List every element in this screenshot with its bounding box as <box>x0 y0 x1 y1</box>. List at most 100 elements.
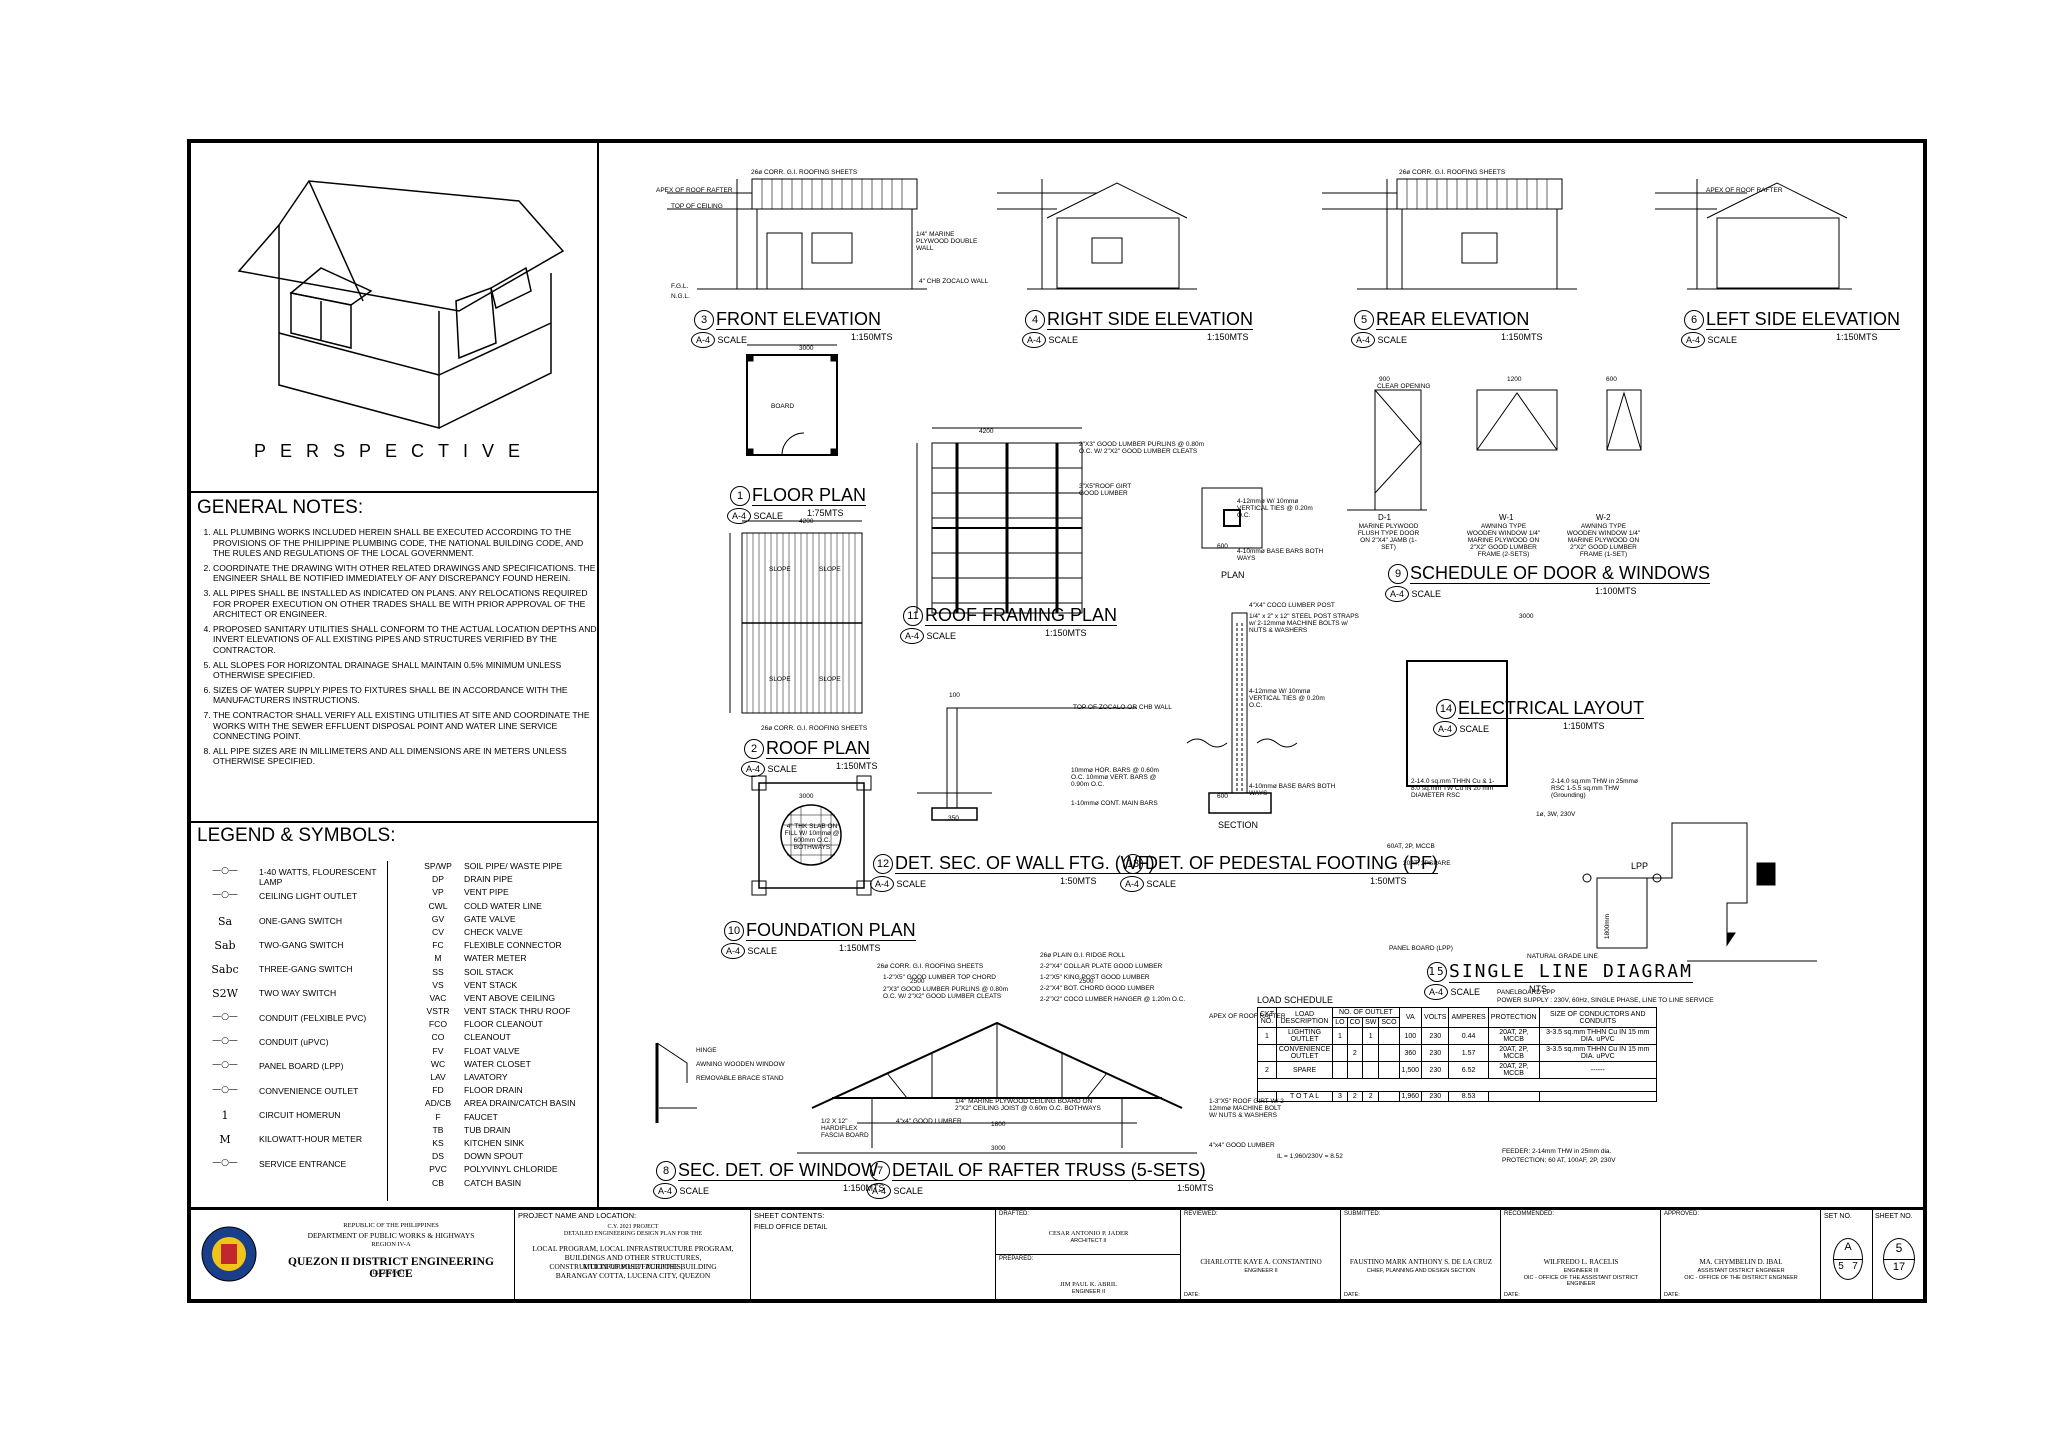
abbreviation-description: VENT STACK THRU ROOF <box>464 1006 571 1017</box>
annotation: 60AT, 2P, MCCB <box>1387 843 1435 850</box>
drawing-number: 7 <box>870 1161 890 1182</box>
scale-value: 1:150MTS <box>843 1183 885 1193</box>
approved-title: ASSISTANT DISTRICT ENGINEER <box>1697 1268 1785 1274</box>
total-row: T O T A L 3 2 2 1,960 230 8.53 <box>1257 1091 1658 1102</box>
abbreviation-code: FV <box>432 1045 444 1056</box>
abbreviation-code: SP/WP <box>424 861 452 871</box>
sheet-badge: 5 17 <box>1883 1238 1915 1280</box>
annotation: 1/4" MARINE PLYWOOD CEILING BOARD ON 2"X… <box>955 1098 1101 1112</box>
general-notes-title: GENERAL NOTES: <box>197 497 364 518</box>
abbreviation-code: DS <box>432 1151 444 1162</box>
scale-label: SCALE <box>767 764 798 774</box>
reviewed-block: REVIEWED: CHARLOTTE KAYE A. CONSTANTINO … <box>1181 1210 1341 1302</box>
annotation: 26ø PLAIN G.I. RIDGE ROLL <box>1040 952 1126 959</box>
annotation: 4" THK SLAB ON FILL W/ 10mmø @ 600mm O.C… <box>784 823 840 851</box>
set-number-block: SET NO. A 5 7 <box>1821 1210 1873 1302</box>
set-letter: A <box>1844 1241 1852 1253</box>
note-item: COORDINATE THE DRAWING WITH OTHER RELATE… <box>213 563 597 584</box>
table-cell: CONVENIENCE OUTLET <box>1275 1044 1334 1062</box>
dpwh-logo-icon <box>201 1226 257 1282</box>
abbreviation-description: CLEANOUT <box>464 1032 511 1043</box>
table-cell <box>1346 1027 1364 1045</box>
legend-symbol-row: —○—CONDUIT (uPVC) <box>195 1031 383 1055</box>
legend-symbol-row: —○—SERVICE ENTRANCE <box>195 1153 383 1177</box>
abbreviation-row: FV FLOAT VALVE <box>388 1046 596 1059</box>
date-label: DATE: <box>1504 1292 1520 1298</box>
abbreviation-description: FAUCET <box>464 1111 498 1122</box>
agency-block: REPUBLIC OF THE PHILIPPINES DEPARTMENT O… <box>191 1210 515 1302</box>
agency-line2: DEPARTMENT OF PUBLIC WORKS & HIGHWAYS <box>307 1231 475 1240</box>
drawing-number: 3 <box>694 310 714 331</box>
abbreviation-code: CWL <box>428 900 448 911</box>
note-item: ALL SLOPES FOR HORIZONTAL DRAINAGE SHALL… <box>213 660 597 681</box>
legend-label: SERVICE ENTRANCE <box>259 1158 347 1169</box>
drafted-title: ARCHITECT II <box>1070 1238 1107 1244</box>
table-cell <box>1346 1061 1364 1079</box>
table-cell <box>1362 1044 1380 1062</box>
sheet-ref: A-4 <box>1681 332 1705 348</box>
legend-symbol: M <box>219 1133 231 1147</box>
dimension: 100 <box>949 692 960 699</box>
drawing-number: 10 <box>724 921 744 942</box>
table-cell: 1,500 <box>1398 1061 1423 1079</box>
sheet-ref: A-4 <box>900 628 924 644</box>
drafted-name: CESAR ANTONIO P. JADER <box>1048 1230 1129 1237</box>
annotation: 2-14.0 sq.mm THW in 25mmø RSC 1-5.5 sq.m… <box>1551 778 1638 799</box>
scale-value: 1:50MTS <box>1060 876 1097 886</box>
scale-label: SCALE <box>926 631 957 641</box>
table-cell <box>1538 1091 1658 1102</box>
drawing-number: 1 <box>730 486 750 507</box>
legend-symbol-row: —○—1-40 WATTS, FLOURESCENT LAMP <box>195 861 383 887</box>
reviewed-name: CHARLOTTE KAYE A. CONSTANTINO <box>1200 1258 1322 1266</box>
table-cell: 1 <box>1257 1027 1277 1045</box>
drawing-name: DET. SEC. OF WALL FTG. (WF) <box>895 853 1155 874</box>
table-cell: 2 <box>1346 1091 1364 1102</box>
drawing-name: ROOF PLAN <box>766 738 871 759</box>
load-schedule-title: LOAD SCHEDULE <box>1257 995 1334 1005</box>
abbreviation-code: FC <box>432 940 444 951</box>
abbreviation-code: VSTR <box>426 1006 450 1017</box>
abbreviation-description: TUB DRAIN <box>464 1124 511 1135</box>
abbreviation-row: VSTR VENT STACK THRU ROOF <box>388 1006 596 1019</box>
abbreviation-description: DOWN SPOUT <box>464 1151 524 1162</box>
scale-label: SCALE <box>1411 589 1442 599</box>
office-name: QUEZON II DISTRICT ENGINEERING OFFICE <box>288 1256 494 1280</box>
legend-label: TWO-GANG SWITCH <box>259 939 344 950</box>
col-header: CKT NO. <box>1257 1007 1277 1028</box>
dimension: 3000 <box>1519 613 1534 620</box>
legend-label: ONE-GANG SWITCH <box>259 915 343 926</box>
annotation: REMOVABLE BRACE STAND <box>696 1075 784 1082</box>
scale-label: SCALE <box>1707 335 1738 345</box>
legend-symbol: 1 <box>221 1108 229 1122</box>
table-cell: ------ <box>1538 1061 1658 1079</box>
annotation: SECTION <box>1218 820 1259 830</box>
abbreviation-description: FLOAT VALVE <box>464 1045 520 1056</box>
load-calc: IL = 1,960/230V = 8.52 <box>1277 1153 1343 1160</box>
project-line: DETAILED ENGINEERING DESIGN PLAN FOR THE <box>563 1231 703 1237</box>
drawing-sheet: PERSPECTIVE GENERAL NOTES: ALL PLUMBING … <box>187 139 1927 1303</box>
dimension: 4200 <box>799 518 814 525</box>
annotation: APEX OF ROOF RAFTER <box>656 187 733 194</box>
annotation: SLOPE <box>819 566 841 573</box>
recommended-label: RECOMMENDED: <box>1504 1211 1555 1217</box>
sheet-ref: A-4 <box>1120 876 1144 892</box>
table-cell: 20AT, 2P, MCCB <box>1487 1061 1540 1079</box>
abbreviation-code: CO <box>431 1032 445 1043</box>
annotation: 4-12mmø W/ 10mmø VERTICAL TIES @ 0.20m O… <box>1237 498 1313 519</box>
note-item: ALL PLUMBING WORKS INCLUDED HEREIN SHALL… <box>213 527 597 559</box>
